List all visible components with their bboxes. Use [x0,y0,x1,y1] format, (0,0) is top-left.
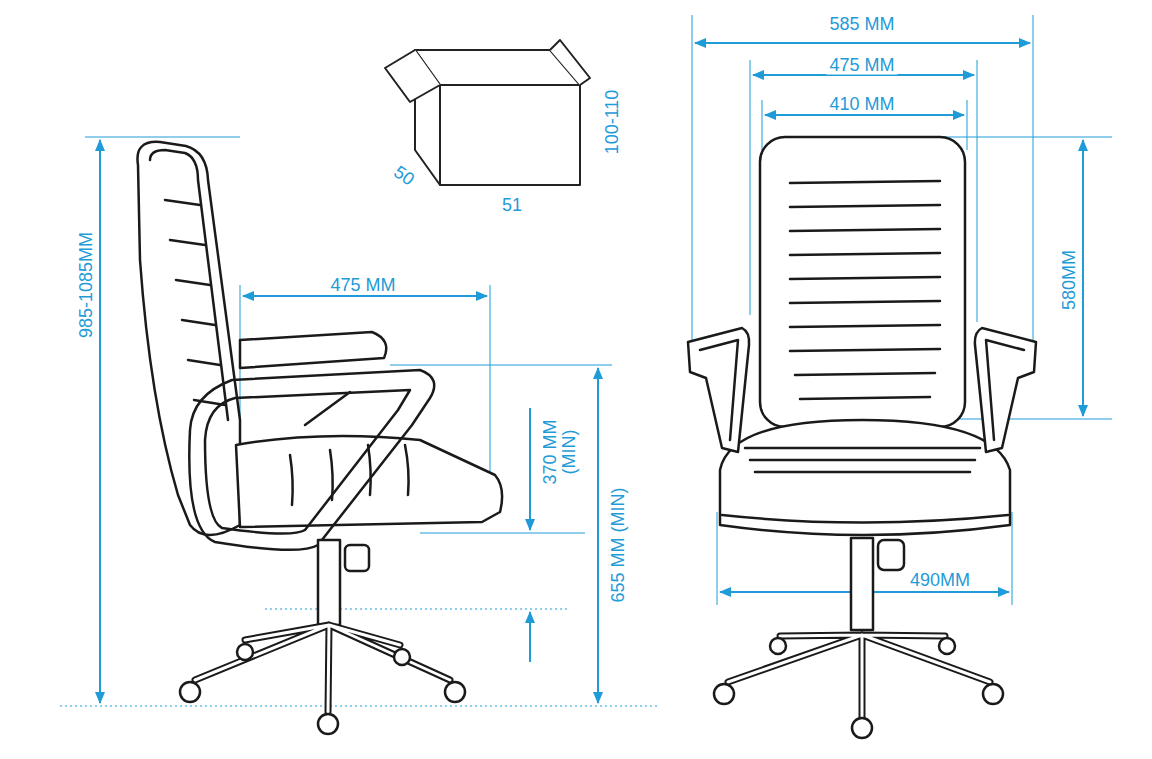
dimension-label: 50 [388,161,420,191]
floor-lines [60,609,660,706]
dimension-arrows [100,43,1083,703]
dimension-label: 100-110 [603,87,622,158]
dimension-label: 51 [499,196,525,215]
dimension-label: 985-1085MM [77,229,96,341]
dimension-label: 410 MM [826,95,897,114]
dimension-label: 585 MM [826,15,897,34]
dimension-label: 370 MM (MIN) [541,416,579,488]
dimension-label: 655 MM (MIN) [609,484,628,605]
dimension-label: 475 MM [826,56,897,75]
chair-front-view [688,137,1036,738]
dimension-label: 580MM [1060,247,1079,313]
box-icon [385,40,590,185]
dimension-label: 475 MM [327,276,398,295]
dimension-label: 490MM [907,571,973,590]
chair-side-view [137,142,502,734]
